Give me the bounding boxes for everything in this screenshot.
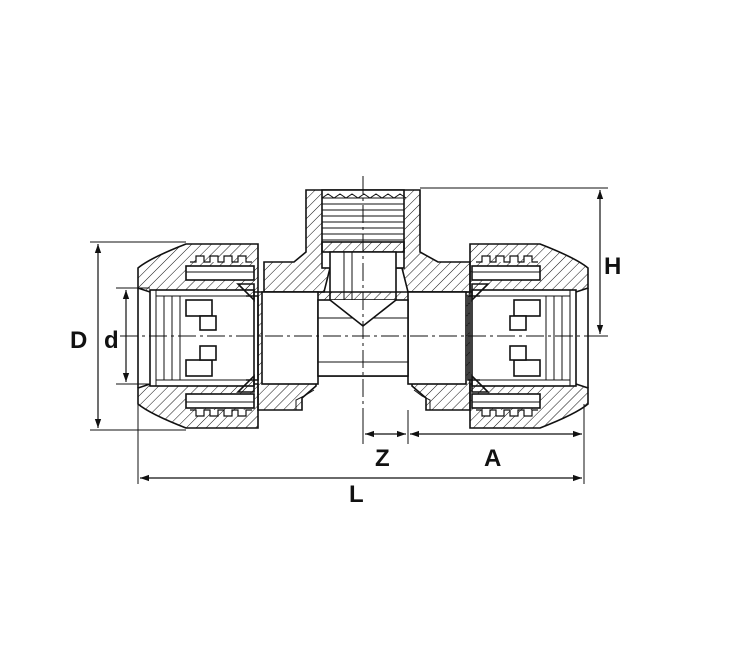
label-A: A [484, 445, 501, 472]
right-nut [469, 243, 589, 429]
left-nut-thread-bottom [190, 409, 252, 417]
fitting-body [137, 189, 589, 429]
right-nut-thread-bottom [476, 409, 538, 417]
center-lines [120, 176, 604, 440]
left-nut [137, 243, 259, 429]
label-H: H [604, 253, 621, 280]
right-nut-thread-top [476, 255, 538, 263]
label-Z: Z [375, 445, 390, 472]
main-body [257, 291, 471, 411]
dimension-labels: D d H Z A L [70, 253, 621, 508]
dimension-lines [94, 190, 604, 482]
right-grip-ring [467, 283, 577, 393]
label-L: L [349, 481, 364, 508]
left-nut-thread-top [190, 255, 252, 263]
left-grip-ring [149, 283, 259, 393]
label-D: D [70, 327, 87, 354]
label-d: d [104, 327, 119, 354]
extension-lines [90, 187, 608, 484]
